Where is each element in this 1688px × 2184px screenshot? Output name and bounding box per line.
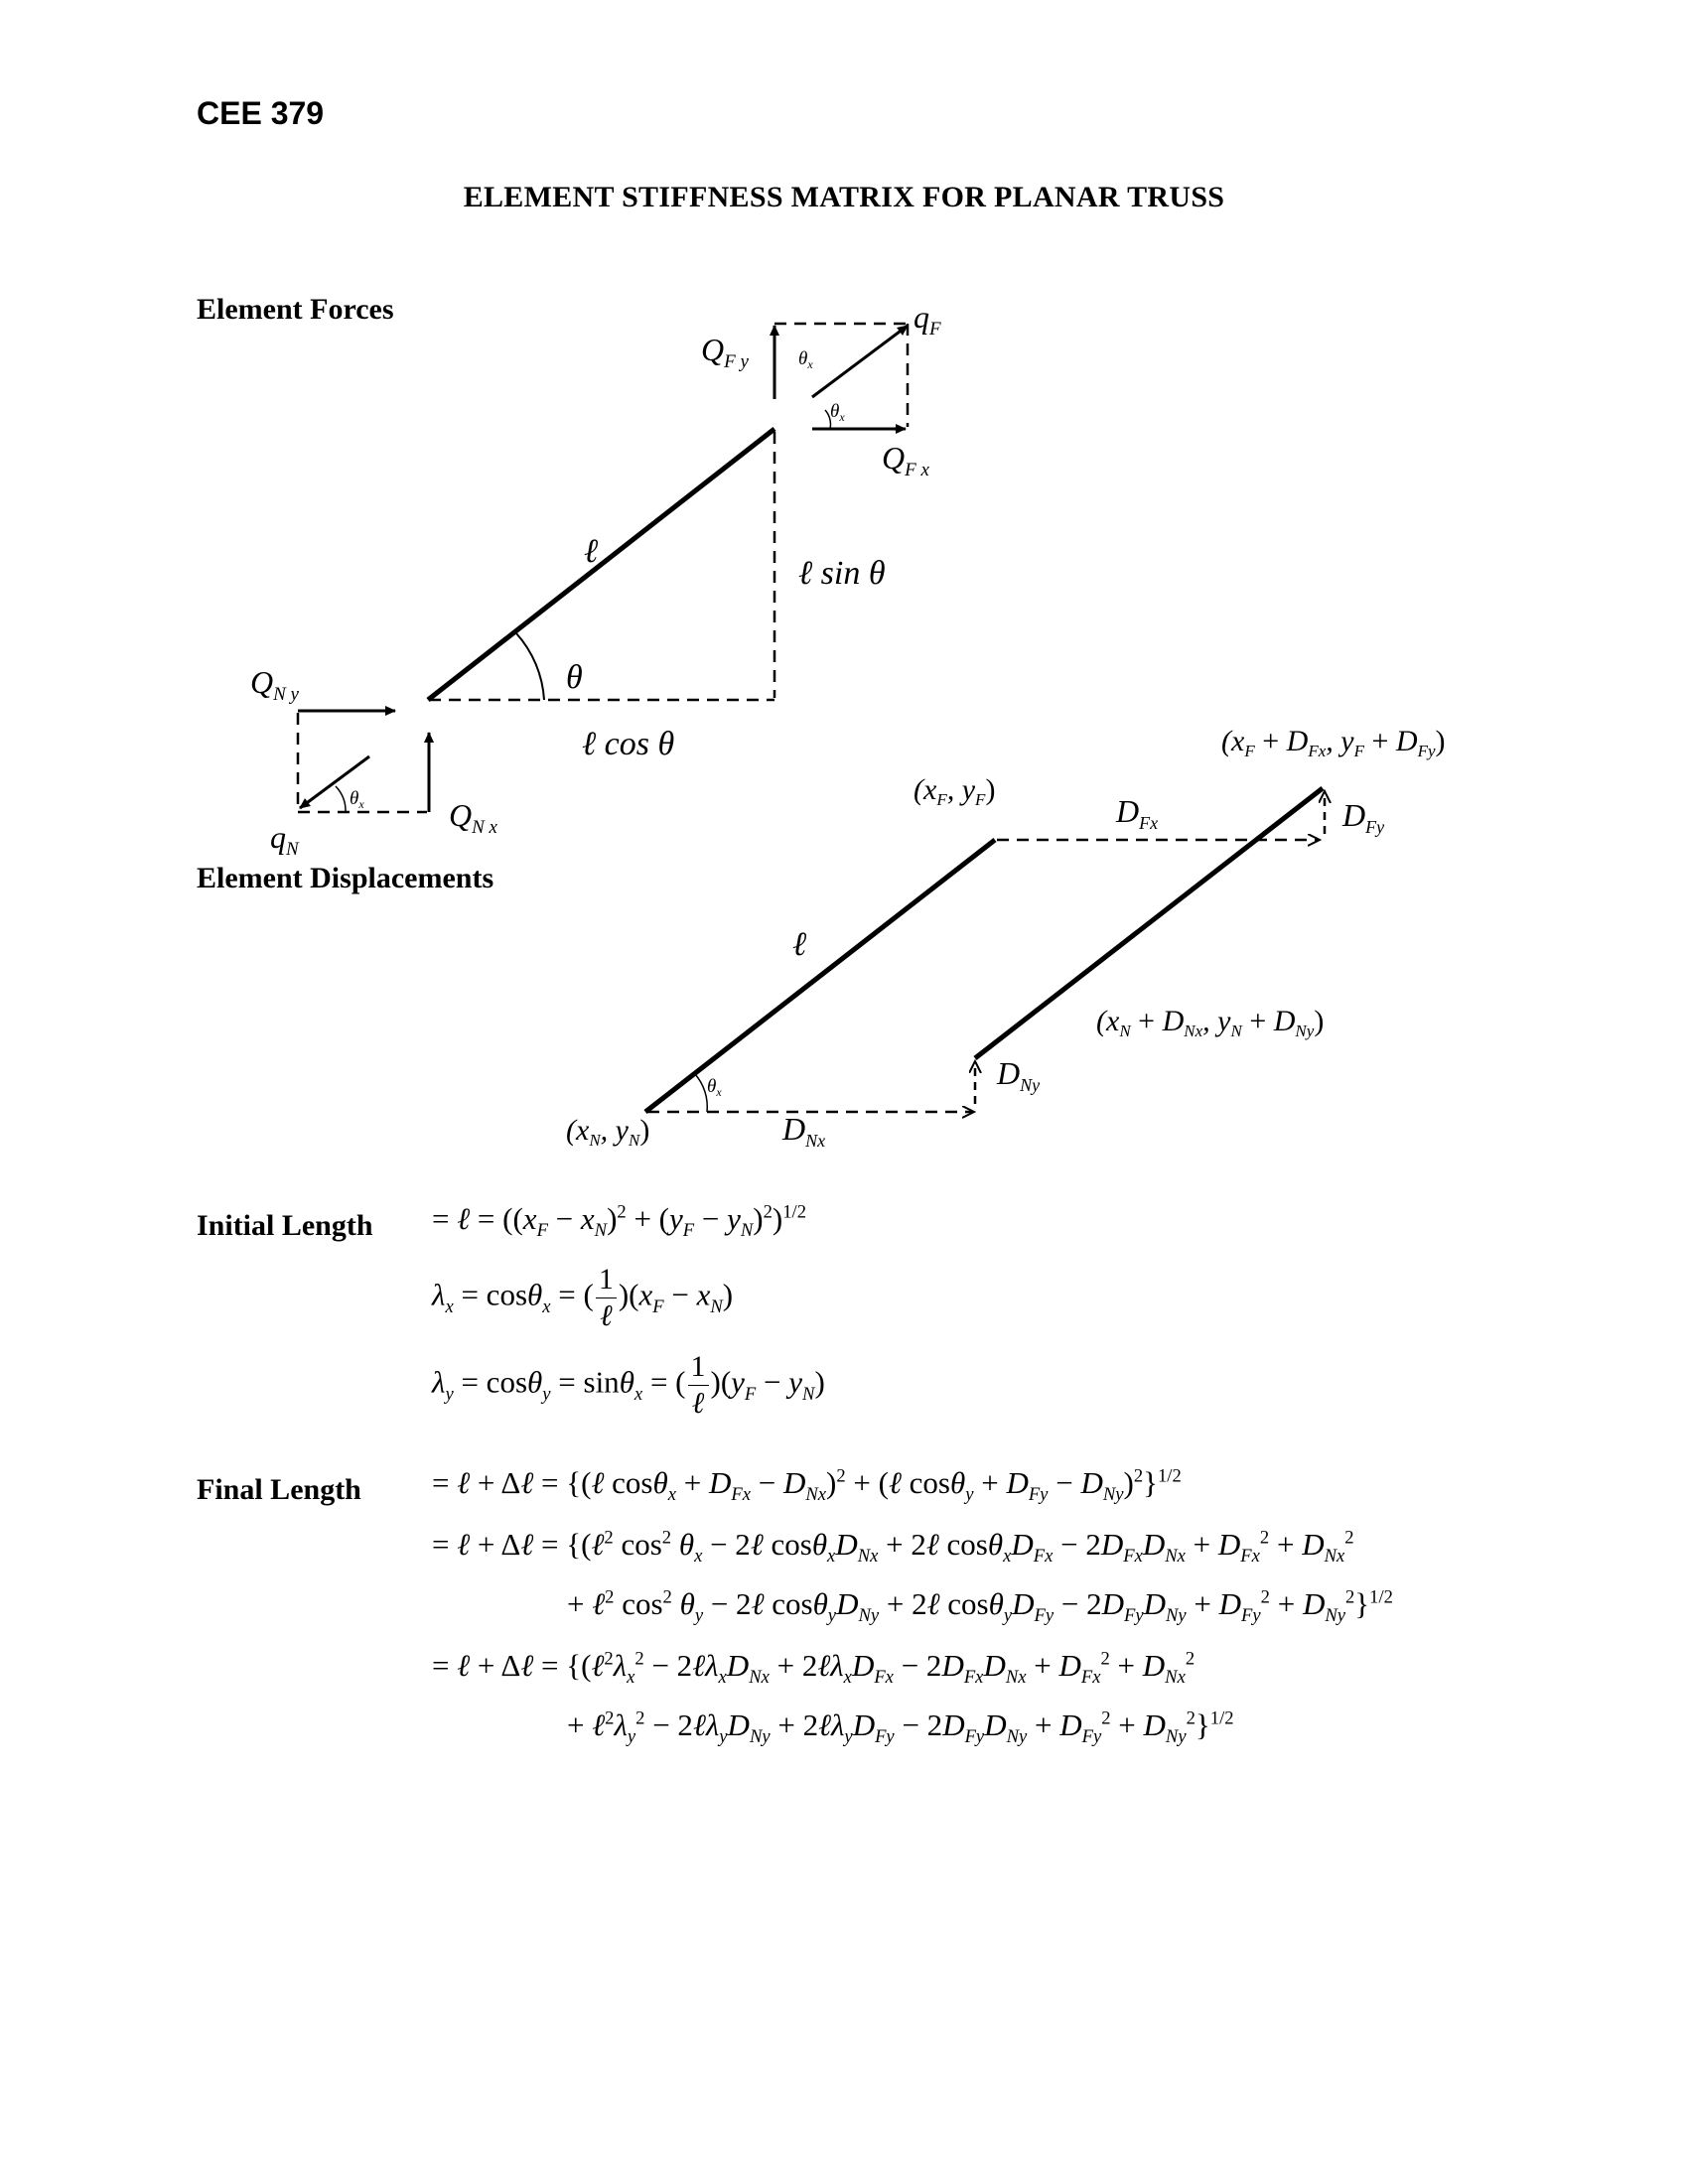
heading-element-forces: Element Forces xyxy=(197,293,394,326)
theta-arc xyxy=(515,632,545,701)
svg-text:θx: θx xyxy=(350,788,364,811)
svg-text:ℓ: ℓ xyxy=(584,533,598,570)
svg-text:qF: qF xyxy=(914,299,941,340)
svg-text:(xF + DFx, yF + DFy): (xF + DFx, yF + DFy) xyxy=(1221,725,1446,760)
svg-text:ℓ: ℓ xyxy=(792,926,806,963)
svg-text:qN: qN xyxy=(270,819,300,860)
svg-text:QN y: QN y xyxy=(250,664,300,705)
qN-arrow xyxy=(299,754,370,810)
svg-text:θx: θx xyxy=(830,401,845,424)
initial-member xyxy=(643,838,997,1114)
svg-text:DFy: DFy xyxy=(1341,797,1384,837)
eq-final-2a: = ℓ + Δℓ = {(ℓ2 cos2 θx − 2ℓ cosθxDNx + … xyxy=(432,1527,1354,1568)
svg-text:(xN + DNx, yN + DNy): (xN + DNx, yN + DNy) xyxy=(1096,1005,1324,1040)
theta-x-arc-lower xyxy=(335,785,347,813)
heading-final-length: Final Length xyxy=(197,1473,361,1506)
heading-initial-length: Initial Length xyxy=(197,1209,373,1242)
svg-text:θ: θ xyxy=(566,659,583,696)
eq-final-3a: = ℓ + Δℓ = {(ℓ2λx2 − 2ℓλxDNx + 2ℓλxDFx −… xyxy=(432,1648,1196,1689)
course-code: CEE 379 xyxy=(197,95,325,131)
document-title: ELEMENT STIFFNESS MATRIX FOR PLANAR TRUS… xyxy=(463,181,1225,213)
theta-x-arc-disp xyxy=(694,1073,709,1113)
eq-initial-length: = ℓ = ((xF − xN)2 + (yF − yN)2)1/2 xyxy=(432,1201,807,1242)
svg-text:DNx: DNx xyxy=(781,1111,825,1151)
svg-text:(xF, yF): (xF, yF) xyxy=(914,773,995,809)
svg-text:QF y: QF y xyxy=(701,332,749,372)
svg-text:DFx: DFx xyxy=(1115,793,1158,833)
eq-final-3b: + ℓ2λy2 − 2ℓλyDNy + 2ℓλyDFy − 2DFyDNy + … xyxy=(567,1707,1234,1748)
svg-text:QN x: QN x xyxy=(449,797,498,838)
eq-final-2b: + ℓ2 cos2 θy − 2ℓ cosθyDNy + 2ℓ cosθyDFy… xyxy=(567,1586,1393,1627)
svg-text:ℓ sin θ: ℓ sin θ xyxy=(798,555,886,592)
svg-text:ℓ cos θ: ℓ cos θ xyxy=(582,726,674,762)
theta-x-arc-upper xyxy=(824,409,832,430)
svg-text:DNy: DNy xyxy=(996,1055,1040,1095)
eq-final-1: = ℓ + Δℓ = {(ℓ cosθx + DFx − DNx)2 + (ℓ … xyxy=(432,1465,1182,1506)
heading-element-displacements: Element Displacements xyxy=(197,862,494,894)
svg-text:(xN, yN): (xN, yN) xyxy=(566,1114,649,1150)
final-member xyxy=(973,786,1325,1060)
svg-text:θx: θx xyxy=(798,348,813,371)
qF-arrow xyxy=(811,324,909,399)
svg-text:θx: θx xyxy=(707,1076,722,1099)
svg-text:QF x: QF x xyxy=(882,440,929,480)
truss-member xyxy=(426,427,776,702)
